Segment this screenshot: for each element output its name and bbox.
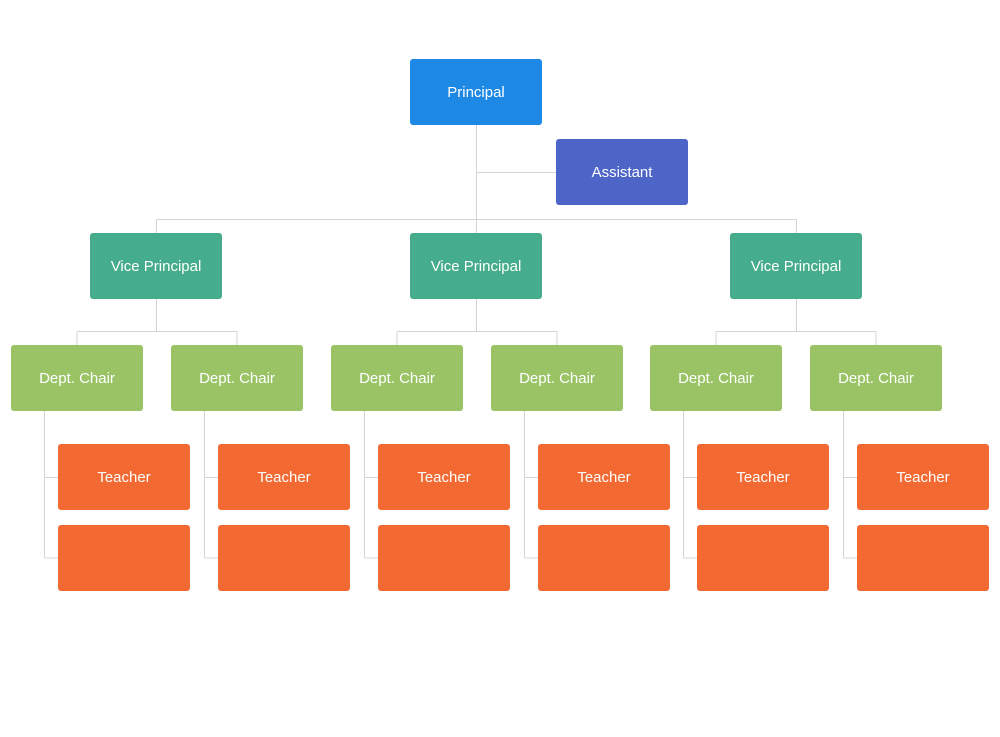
- assistant-node[interactable]: Assistant: [556, 139, 688, 205]
- vice-principal-node[interactable]: Vice Principal: [90, 233, 222, 299]
- principal-label: Principal: [447, 83, 505, 101]
- dept-chair-node[interactable]: Dept. Chair: [491, 345, 623, 411]
- teacher-node-blank[interactable]: [857, 525, 989, 591]
- teacher-node-blank[interactable]: [378, 525, 510, 591]
- principal-node[interactable]: Principal: [410, 59, 542, 125]
- dept-chair-node[interactable]: Dept. Chair: [650, 345, 782, 411]
- dept-chair-node[interactable]: Dept. Chair: [331, 345, 463, 411]
- teacher-node-blank[interactable]: [218, 525, 350, 591]
- dept-chair-label: Dept. Chair: [519, 369, 595, 387]
- dept-chair-node[interactable]: Dept. Chair: [810, 345, 942, 411]
- teacher-node[interactable]: Teacher: [58, 444, 190, 510]
- teacher-node-blank[interactable]: [58, 525, 190, 591]
- teacher-node[interactable]: Teacher: [378, 444, 510, 510]
- teacher-node-blank[interactable]: [538, 525, 670, 591]
- dept-chair-label: Dept. Chair: [838, 369, 914, 387]
- dept-chair-label: Dept. Chair: [678, 369, 754, 387]
- teacher-label: Teacher: [257, 468, 311, 486]
- teacher-node[interactable]: Teacher: [218, 444, 350, 510]
- dept-chair-label: Dept. Chair: [39, 369, 115, 387]
- dept-chair-node[interactable]: Dept. Chair: [171, 345, 303, 411]
- dept-chair-label: Dept. Chair: [359, 369, 435, 387]
- teacher-node[interactable]: Teacher: [857, 444, 989, 510]
- vice-principal-label: Vice Principal: [750, 257, 842, 275]
- teacher-node[interactable]: Teacher: [697, 444, 829, 510]
- teacher-label: Teacher: [417, 468, 471, 486]
- teacher-label: Teacher: [896, 468, 950, 486]
- teacher-label: Teacher: [736, 468, 790, 486]
- teacher-label: Teacher: [97, 468, 151, 486]
- vice-principal-node[interactable]: Vice Principal: [730, 233, 862, 299]
- vice-principal-label: Vice Principal: [430, 257, 522, 275]
- vice-principal-label: Vice Principal: [110, 257, 202, 275]
- vice-principal-node[interactable]: Vice Principal: [410, 233, 542, 299]
- teacher-node[interactable]: Teacher: [538, 444, 670, 510]
- teacher-label: Teacher: [577, 468, 631, 486]
- teacher-node-blank[interactable]: [697, 525, 829, 591]
- assistant-label: Assistant: [591, 163, 653, 181]
- dept-chair-label: Dept. Chair: [199, 369, 275, 387]
- dept-chair-node[interactable]: Dept. Chair: [11, 345, 143, 411]
